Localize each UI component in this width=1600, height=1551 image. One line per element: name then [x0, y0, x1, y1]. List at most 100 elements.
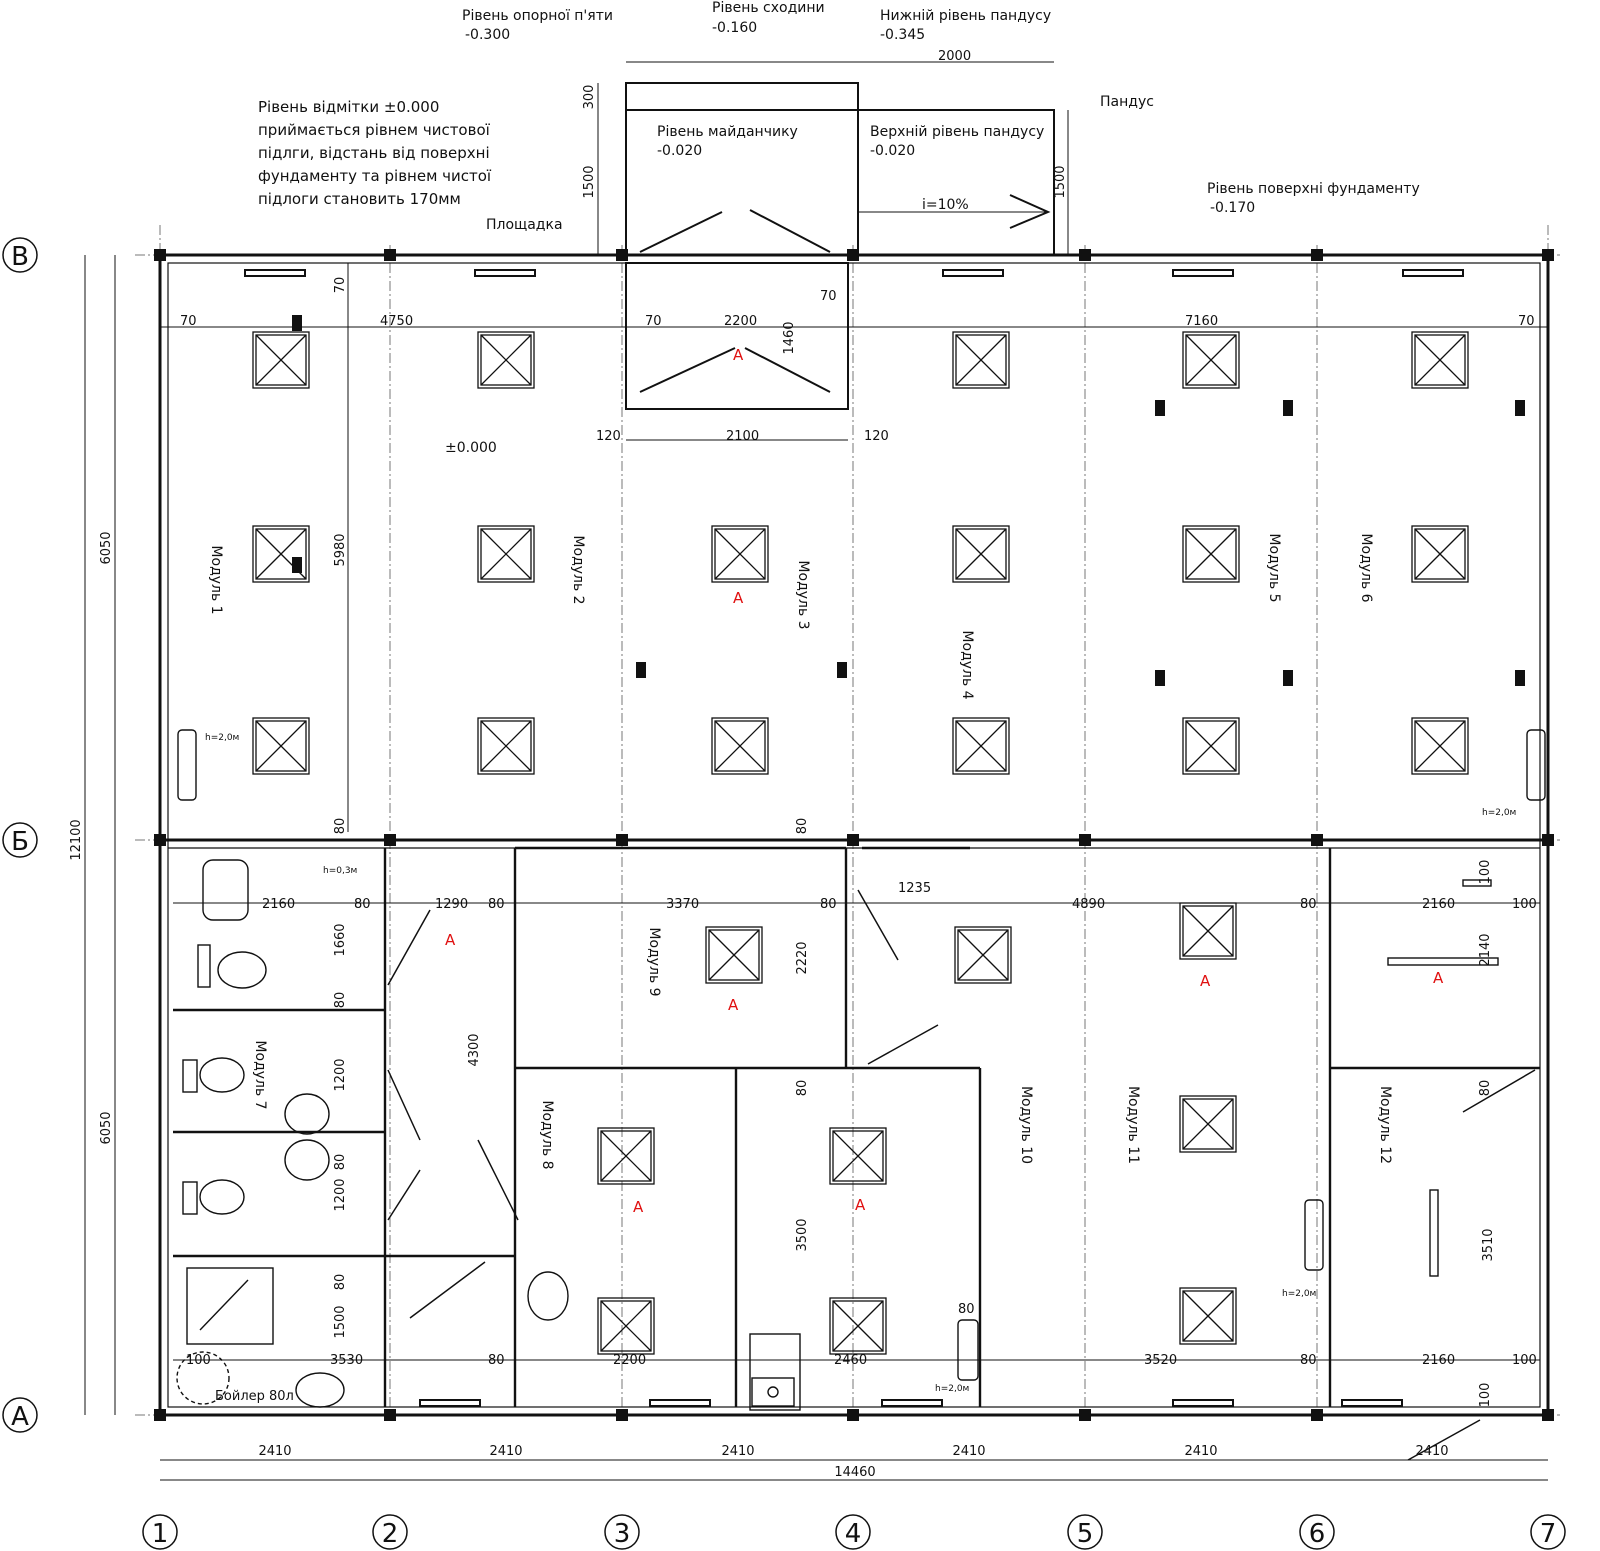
marker-a-2: A	[733, 589, 744, 607]
inner-wall-lines	[167, 262, 1541, 1408]
axis-row-a: А	[2, 1397, 38, 1433]
dim-2160-left: 2160	[262, 897, 295, 912]
dim-4750: 4750	[380, 314, 413, 329]
dim-80-e: 80	[820, 897, 837, 912]
light-fixture	[252, 331, 310, 389]
column-post	[616, 1409, 628, 1421]
dim-2220: 2220	[795, 941, 810, 974]
column-post	[1311, 1409, 1323, 1421]
dim-80-n: 80	[1300, 1353, 1317, 1368]
marker-a-4: A	[728, 996, 739, 1014]
dim-3370: 3370	[666, 897, 699, 912]
dim-70-vest-right: 70	[820, 289, 837, 304]
marker-a-5: A	[1200, 972, 1211, 990]
dim-1200-a: 1200	[333, 1058, 348, 1091]
dim-80-k: 80	[1478, 1080, 1493, 1097]
dim-5980: 5980	[333, 533, 348, 566]
axis-col-4: 4	[835, 1514, 871, 1550]
porch-ramp	[625, 82, 1055, 256]
dim-bottom-6: 2410	[1415, 1444, 1448, 1459]
column-post	[154, 249, 166, 261]
svg-text:А: А	[11, 1402, 29, 1432]
window	[881, 1399, 943, 1407]
module-2-label: Модуль 2	[570, 535, 586, 604]
dim-1500-porch: 1500	[582, 165, 597, 198]
dim-left-total: 12100	[69, 819, 84, 860]
bottom-dimensions: 2410 2410 2410 2410 2410 2410 14460	[258, 1444, 1448, 1480]
window	[244, 269, 306, 277]
column-post	[1515, 400, 1525, 416]
partitions	[173, 846, 1540, 1407]
light-fixture	[1182, 525, 1240, 583]
dim-bottom-1: 2410	[258, 1444, 291, 1459]
column-post	[1311, 834, 1323, 846]
ramp-label: Пандус	[1100, 94, 1154, 110]
column-post	[847, 249, 859, 261]
dim-70-vest: 70	[645, 314, 662, 329]
note-line-2: приймається рівнем чистової	[258, 121, 491, 139]
column-post	[616, 249, 628, 261]
dim-80-c: 80	[354, 897, 371, 912]
dim-1500-ramp: 1500	[1053, 165, 1068, 198]
dim-80-f: 80	[1300, 897, 1317, 912]
light-fixture	[952, 331, 1010, 389]
light-fixture	[1179, 1095, 1237, 1153]
light-fixture	[1179, 902, 1237, 960]
light-fixture	[829, 1297, 887, 1355]
dim-80-d: 80	[488, 897, 505, 912]
window	[1172, 269, 1234, 277]
svg-text:В: В	[11, 242, 29, 272]
column-post	[1155, 400, 1165, 416]
light-fixture	[1411, 717, 1469, 775]
dim-80-g: 80	[333, 992, 348, 1009]
column-post	[1542, 249, 1554, 261]
module-labels: Модуль 1 Модуль 2 Модуль 3 Модуль 4 Моду…	[208, 533, 1393, 1169]
vestibule	[625, 209, 849, 410]
column-post	[384, 1409, 396, 1421]
dim-1660: 1660	[333, 923, 348, 956]
ramp-upper-label: Верхній рівень пандусу	[870, 124, 1044, 140]
dim-1200-b: 1200	[333, 1178, 348, 1211]
dim-80-i: 80	[333, 1274, 348, 1291]
module-1-label: Модуль 1	[208, 545, 224, 614]
zero-mark: ±0.000	[445, 440, 497, 456]
column-post	[1079, 1409, 1091, 1421]
dim-2460: 2460	[834, 1353, 867, 1368]
dim-1500-wc: 1500	[333, 1305, 348, 1338]
column-post	[1542, 1409, 1554, 1421]
dim-2140: 2140	[1478, 933, 1493, 966]
light-fixture	[597, 1127, 655, 1185]
level-annotations: Рівень опорної п'яти -0.300 Рівень сходи…	[205, 0, 1516, 1404]
column-post	[1079, 834, 1091, 846]
step-level-value: -0.160	[712, 20, 757, 36]
module-6-label: Модуль 6	[1358, 533, 1374, 602]
dim-1235: 1235	[898, 881, 931, 896]
light-fixture	[1179, 1287, 1237, 1345]
dim-bottom-5: 2410	[1184, 1444, 1217, 1459]
ramp-lower-label: Нижній рівень пандусу	[880, 8, 1051, 24]
heel-level-label: Рівень опорної п'яти	[462, 8, 613, 24]
landing-level-value: -0.020	[657, 143, 702, 159]
ramp-slope: i=10%	[922, 197, 969, 213]
dim-80-b: 80	[795, 818, 810, 835]
svg-text:6: 6	[1309, 1519, 1326, 1549]
svg-text:1: 1	[152, 1519, 169, 1549]
light-fixture	[252, 525, 310, 583]
dim-4300: 4300	[467, 1033, 482, 1066]
light-fixture	[477, 525, 535, 583]
doors	[387, 889, 1536, 1461]
column-post	[1079, 249, 1091, 261]
column-post	[847, 834, 859, 846]
column-post	[847, 1409, 859, 1421]
marker-a-3: A	[445, 931, 456, 949]
window	[1402, 269, 1464, 277]
svg-text:7: 7	[1540, 1519, 1557, 1549]
dim-2160-right: 2160	[1422, 897, 1455, 912]
module-8-label: Модуль 8	[539, 1100, 555, 1169]
height-note-sink: h=0,3м	[323, 866, 357, 876]
column-post	[616, 834, 628, 846]
dim-left-top: 6050	[99, 531, 114, 564]
dim-70-right: 70	[1518, 314, 1535, 329]
dim-2100: 2100	[726, 429, 759, 444]
dim-80-l: 80	[958, 1302, 975, 1317]
